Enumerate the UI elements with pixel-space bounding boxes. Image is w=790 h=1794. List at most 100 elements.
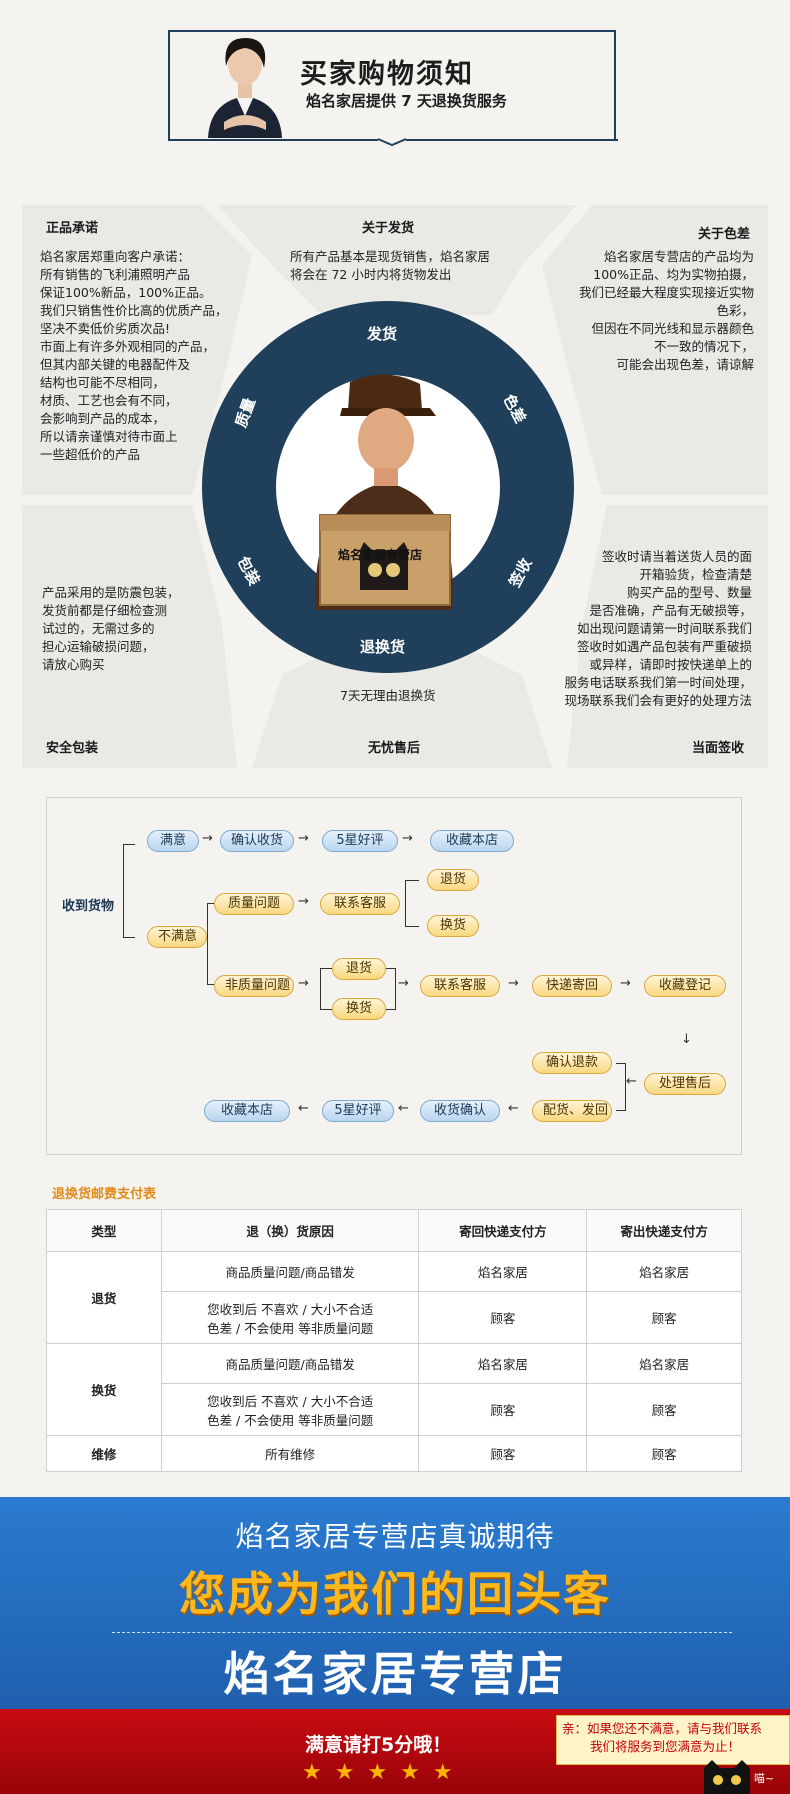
flow-fav-store: 收藏本店	[430, 830, 514, 852]
flow-non-quality: 非质量问题	[214, 975, 294, 997]
flow-bracket	[616, 1063, 626, 1111]
ring-label-bottom: 退换货	[360, 638, 406, 656]
out-payer-cell: 顾客	[586, 1383, 742, 1436]
arrow-icon: →	[202, 831, 213, 846]
arrow-left-icon: ←	[298, 1101, 309, 1116]
out-payer-cell: 焰名家居	[586, 1251, 742, 1292]
fee-table-title: 退换货邮费支付表	[52, 1187, 157, 1202]
table-row: 您收到后 不喜欢 / 大小不合适色差 / 不会使用 等非质量问题 顾客 顾客	[47, 1383, 742, 1436]
delivery-man-image	[315, 374, 453, 610]
flow-bracket	[405, 880, 419, 927]
flow-fav-register: 收藏登记	[644, 975, 726, 997]
star-rating-icon: ★★★★★	[302, 1760, 466, 1785]
header-cell: 退（换）货原因	[160, 1209, 420, 1252]
rating-text: 满意请打5分哦！	[305, 1734, 452, 1756]
arrow-icon: →	[298, 894, 309, 909]
note-text: 亲：如果您还不满意，请与我们联系我们将服务到您满意为止！	[562, 1721, 763, 1754]
flow-receive-confirm: 收货确认	[420, 1100, 500, 1122]
box-label: 焰名家居专营店	[338, 548, 423, 562]
miao-text: 喵~	[754, 1772, 775, 1785]
flow-bracket	[386, 968, 396, 1010]
arrow-left-icon: ←	[508, 1101, 519, 1116]
aftersale-text: 7天无理由退换货	[340, 688, 436, 703]
table-row: 维修 所有维修 顾客 顾客	[46, 1435, 742, 1472]
flow-return-2: 退货	[332, 958, 386, 980]
header-cell: 寄回快递支付方	[418, 1209, 588, 1252]
signing-text: 签收时请当着送货人员的面开箱验货，检查清楚购买产品的型号、数量是否准确，产品有无…	[564, 549, 752, 708]
flow-ship-send: 配货、发回	[532, 1100, 612, 1122]
banner-divider	[112, 1632, 732, 1633]
reason-cell: 商品质量问题/商品错发	[160, 1251, 420, 1292]
note-box	[556, 1715, 790, 1765]
header-divider	[406, 139, 618, 141]
flow-contact-cs-2: 联系客服	[420, 975, 500, 997]
table-row: 换货 商品质量问题/商品错发 焰名家居 焰名家居	[46, 1343, 742, 1436]
promise-panels-background	[22, 205, 768, 768]
header-divider	[168, 139, 378, 141]
arrow-left-icon: ←	[398, 1101, 409, 1116]
flow-return: 退货	[427, 869, 479, 891]
table-header-row: 类型 退（换）货原因 寄回快递支付方 寄出快递支付方	[46, 1209, 742, 1252]
out-payer-cell: 顾客	[586, 1435, 742, 1472]
flow-received: 收到货物	[62, 899, 115, 914]
flow-bracket	[320, 968, 332, 1010]
reason-cell: 所有维修	[160, 1435, 420, 1472]
arrow-icon: →	[398, 976, 409, 991]
table-row: 退货 商品质量问题/商品错发 焰名家居 焰名家居	[46, 1251, 742, 1344]
customer-service-woman-image	[208, 38, 282, 138]
flow-contact-cs: 联系客服	[320, 893, 400, 915]
back-payer-cell: 顾客	[418, 1291, 588, 1344]
arrow-icon: →	[298, 976, 309, 991]
packaging-text: 产品采用的是防震包装，发货前都是仔细检查测试过的，无需过多的担心运输破损问题，请…	[42, 585, 180, 672]
back-payer-cell: 焰名家居	[418, 1251, 588, 1292]
header-notch-icon	[378, 138, 406, 146]
reason-cell: 商品质量问题/商品错发	[160, 1343, 420, 1384]
arrow-icon: →	[402, 831, 413, 846]
color-heading: 关于色差	[698, 227, 751, 242]
flow-exchange: 换货	[427, 915, 479, 937]
flow-handle-aftersale: 处理售后	[644, 1073, 726, 1095]
arrow-icon: →	[620, 976, 631, 991]
banner-line-1: 焰名家居专营店真诚期待	[235, 1520, 555, 1553]
flow-bracket	[207, 903, 217, 985]
arrow-icon: →	[508, 976, 519, 991]
header-cell: 类型	[46, 1209, 162, 1252]
signing-heading: 当面签收	[692, 741, 745, 756]
header-cell: 寄出快递支付方	[586, 1209, 742, 1252]
arrow-left-icon: ←	[626, 1074, 637, 1089]
category-cell: 退货	[46, 1251, 162, 1344]
flow-fav-store-2: 收藏本店	[204, 1100, 290, 1122]
reason-cell: 您收到后 不喜欢 / 大小不合适色差 / 不会使用 等非质量问题	[160, 1291, 420, 1344]
header-frame	[168, 30, 616, 140]
flow-quality-issue: 质量问题	[214, 893, 294, 915]
back-payer-cell: 顾客	[418, 1435, 588, 1472]
flow-confirm: 确认收货	[220, 830, 294, 852]
ring-label-top: 发货	[367, 325, 398, 343]
page-title: 买家购物须知	[300, 59, 474, 90]
genuine-heading: 正品承诺	[46, 221, 99, 236]
back-payer-cell: 顾客	[418, 1383, 588, 1436]
banner-line-2: 您成为我们的回头客	[179, 1567, 611, 1621]
genuine-text: 焰名家居郑重向客户承诺：所有销售的飞利浦照明产品保证100%新品，100%正品。…	[40, 249, 228, 462]
flow-five-star: 5星好评	[322, 830, 398, 852]
out-payer-cell: 焰名家居	[586, 1343, 742, 1384]
process-flow-box	[46, 797, 742, 1155]
shipping-heading: 关于发货	[362, 221, 415, 236]
flow-bracket	[123, 844, 135, 938]
tmall-cat-icon	[704, 1760, 750, 1794]
packaging-heading: 安全包装	[46, 741, 99, 756]
shipping-text: 所有产品基本是现货销售，焰名家居将会在 72 小时内将货物发出	[290, 249, 491, 282]
promo-banner	[0, 1497, 790, 1709]
flow-unsatisfied: 不满意	[147, 926, 207, 948]
category-cell: 维修	[46, 1435, 162, 1472]
category-cell: 换货	[46, 1343, 162, 1436]
back-payer-cell: 焰名家居	[418, 1343, 588, 1384]
banner-line-3: 焰名家居专营店	[223, 1647, 567, 1701]
page-subtitle: 焰名家居提供 7 天退换货服务	[306, 92, 507, 110]
arrow-down-icon: ↓	[681, 1032, 692, 1047]
flow-exchange-2: 换货	[332, 998, 386, 1020]
flow-courier-back: 快递寄回	[532, 975, 612, 997]
aftersale-heading: 无忧售后	[368, 741, 421, 756]
flow-satisfied: 满意	[147, 830, 199, 852]
